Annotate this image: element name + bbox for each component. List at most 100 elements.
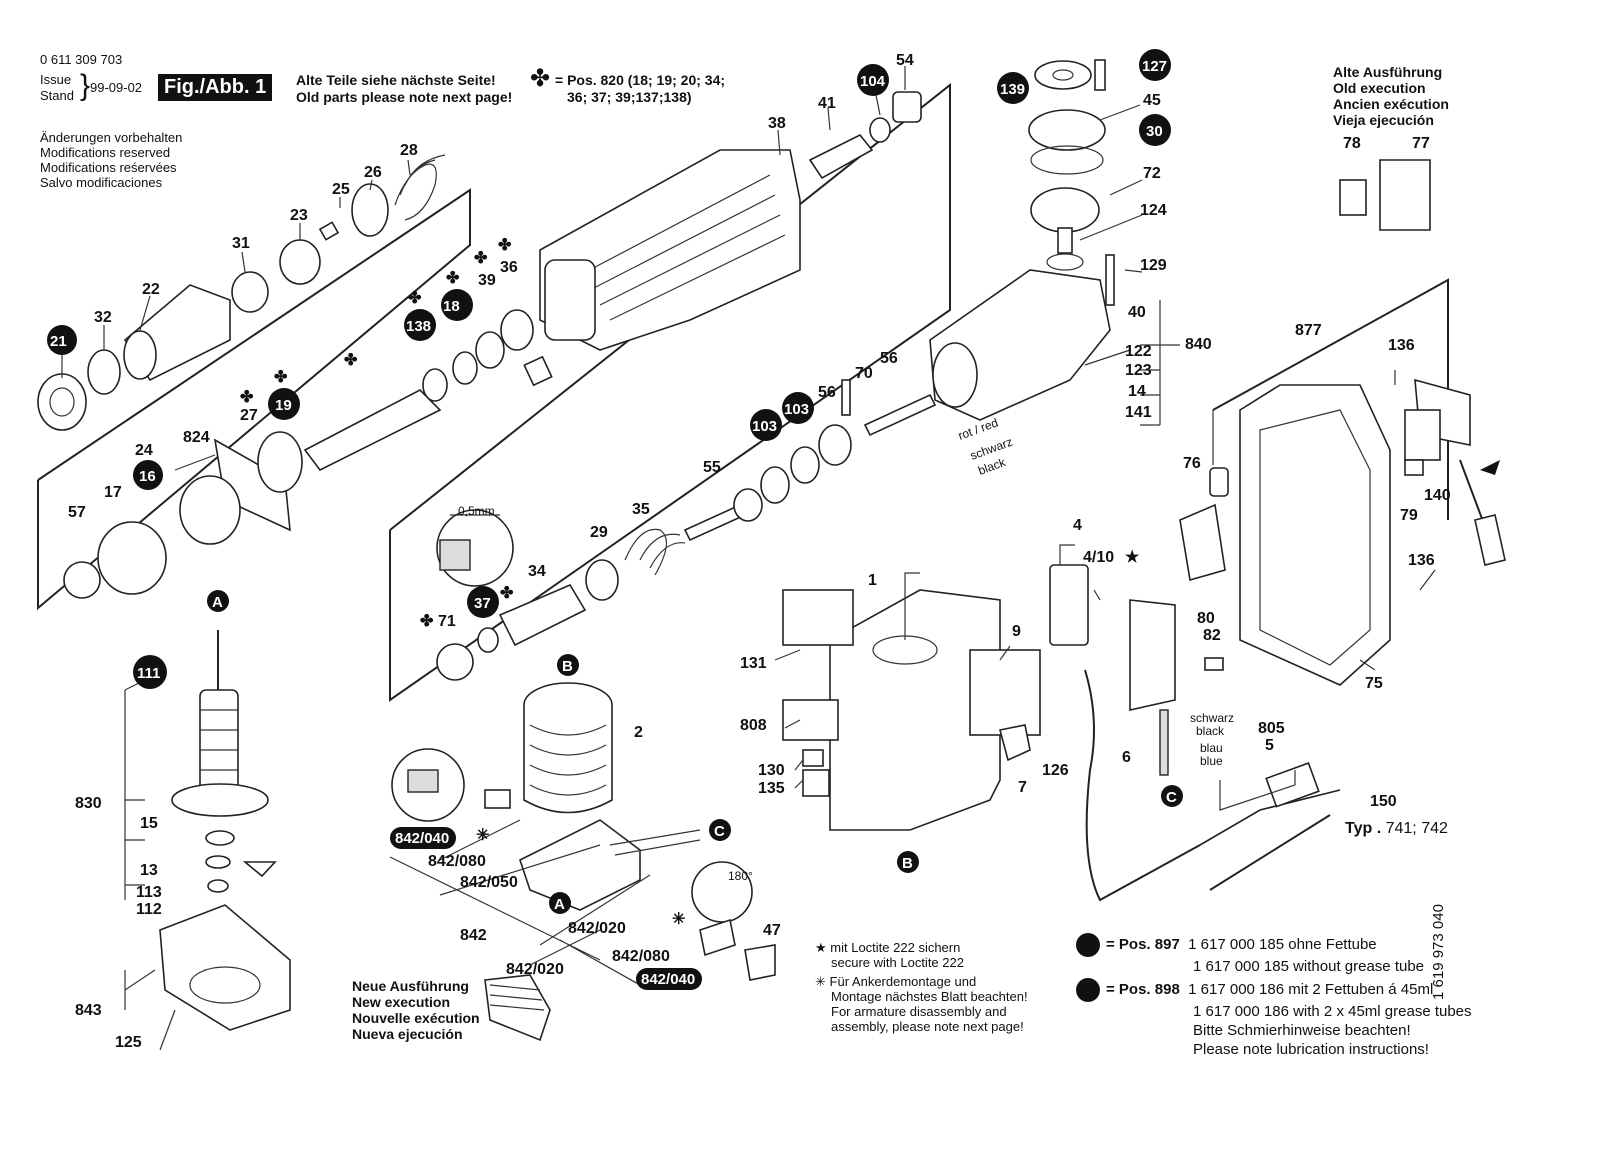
- svg-text:A: A: [212, 594, 223, 611]
- chuck-assembly: [37, 154, 446, 431]
- clover-icon: ✤: [420, 613, 434, 630]
- wire-schwarz-2: schwarz: [1190, 711, 1234, 725]
- modification-es: Salvo modificaciones: [40, 175, 163, 190]
- svg-text:C: C: [714, 823, 725, 840]
- label-15: 15: [140, 815, 158, 832]
- type-label: Typ . 741; 742: [1345, 820, 1448, 838]
- clover-icon: ✤: [274, 369, 288, 386]
- motor-base: [159, 904, 291, 1051]
- svg-text:C: C: [1166, 789, 1177, 806]
- new-execution-block: Neue Ausführung New execution Nouvelle e…: [352, 978, 480, 1042]
- label-34: 71: [438, 613, 456, 630]
- label-2: 2: [634, 724, 643, 741]
- label-125: 125: [115, 1034, 142, 1051]
- pos898-line1: 1 617 000 186 mit 2 Fettuben á 45ml: [1188, 980, 1434, 998]
- label-26: 26: [364, 164, 382, 181]
- label-47: 47: [763, 922, 781, 939]
- label-830: 830: [75, 795, 102, 812]
- callout-842-040b: 842/040: [641, 971, 695, 988]
- label-842-080b: 842/080: [612, 948, 670, 965]
- label-82: 82: [1203, 627, 1221, 644]
- label-35: 34: [528, 563, 546, 580]
- label-129: 129: [1140, 257, 1167, 274]
- old-execution-de: Alte Ausführung: [1333, 64, 1443, 80]
- label-57: 55: [703, 459, 721, 476]
- label-131: 131: [740, 655, 767, 672]
- filled-dot-icon: [1076, 978, 1100, 1002]
- label-122: 122: [1125, 343, 1152, 360]
- label-45: 45: [1143, 92, 1161, 109]
- pos897-line2: 1 617 000 185 without grease tube: [1193, 958, 1425, 975]
- label-25: 25: [332, 181, 350, 198]
- star-icon: ★: [815, 940, 827, 955]
- wire-blue: blue: [1200, 754, 1223, 768]
- label-141: 141: [1125, 404, 1152, 421]
- label-79: 79: [1400, 507, 1418, 524]
- label-22: 22: [142, 281, 160, 298]
- label-76: 76: [1183, 455, 1201, 472]
- label-56: 56: [818, 384, 836, 401]
- clover-icon: ✤: [240, 389, 254, 406]
- pos820-line1: = Pos. 820 (18; 19; 20; 34;: [555, 72, 726, 88]
- label-136b: 136: [1408, 552, 1435, 569]
- label-54: 54: [896, 52, 914, 69]
- label-124: 124: [1140, 202, 1167, 219]
- loctite-en: secure with Loctite 222: [831, 955, 964, 970]
- new-execution-de: Neue Ausführung: [352, 978, 469, 994]
- new-execution-es: Nueva ejecución: [352, 1026, 463, 1042]
- gap-detail: 0,5mm: [436, 504, 514, 587]
- label-17: 57: [68, 504, 86, 521]
- label-135: 135: [758, 780, 785, 797]
- label-5: 5: [1265, 737, 1274, 754]
- stand-label: Stand: [40, 88, 74, 103]
- label-19: 27: [240, 407, 258, 424]
- label-32: 32: [94, 309, 112, 326]
- label-140: 140: [1424, 487, 1451, 504]
- label-113: 113: [136, 884, 162, 901]
- callout-842-040a: 842/040: [395, 830, 449, 847]
- label-4: 4: [1073, 517, 1082, 534]
- pos898-label: = Pos. 898: [1106, 980, 1180, 998]
- label-55: 29: [590, 524, 608, 541]
- label-126: 126: [1042, 762, 1069, 779]
- label-1: 1: [868, 572, 877, 589]
- label-40: 40: [1128, 304, 1146, 321]
- label-16: 17: [104, 484, 122, 501]
- label-70: 56: [880, 350, 898, 367]
- shaft-41: [808, 91, 922, 180]
- wire-blau: blau: [1200, 741, 1223, 755]
- callout-103a: 103: [752, 418, 777, 435]
- callout-37: 37: [474, 595, 491, 612]
- label-842-080a: 842/080: [428, 853, 486, 870]
- label-136a: 136: [1388, 337, 1415, 354]
- filled-dot-icon: [1076, 933, 1100, 957]
- rotation-180: 180°: [728, 869, 753, 883]
- armature-note-1: Für Ankerdemontage und: [829, 974, 977, 989]
- label-18: 39: [478, 272, 496, 289]
- typ-value: 741; 742: [1385, 820, 1448, 837]
- modification-fr: Modifications reśervées: [40, 160, 177, 175]
- old-execution-fr: Ancien exécution: [1333, 96, 1449, 112]
- armature-note-3: For armature disassembly and: [831, 1004, 1007, 1019]
- modifications-notes: Änderungen vorbehalten Modifications res…: [40, 130, 182, 190]
- wire-black-2: black: [1196, 724, 1225, 738]
- part-label-texts: 32 22 31 23 25 26 28 38 41 54 45 72 124 …: [68, 52, 1451, 1051]
- armature-note-2: Montage nächstes Blatt beachten!: [831, 989, 1028, 1004]
- label-38: 38: [768, 115, 786, 132]
- label-7: 7: [1018, 779, 1027, 796]
- crank-assembly: [929, 59, 1115, 421]
- loctite-note: ★ mit Loctite 222 sichern secure with Lo…: [815, 940, 1028, 1034]
- letter-markers: A B C A B C: [207, 590, 1183, 914]
- label-842-020a: 842/020: [568, 920, 626, 937]
- label-41: 41: [818, 95, 836, 112]
- clover-icon: ✤: [498, 237, 512, 254]
- issue-date: 99-09-02: [90, 80, 143, 95]
- label-824: 24: [135, 442, 153, 459]
- issue-brace: }: [80, 69, 91, 102]
- svg-text:A: A: [554, 896, 565, 913]
- callout-36: 19: [275, 397, 292, 414]
- issue-label: Issue: [40, 72, 72, 87]
- asterisk-icon: ✳: [815, 974, 826, 989]
- label-23: 23: [290, 207, 308, 224]
